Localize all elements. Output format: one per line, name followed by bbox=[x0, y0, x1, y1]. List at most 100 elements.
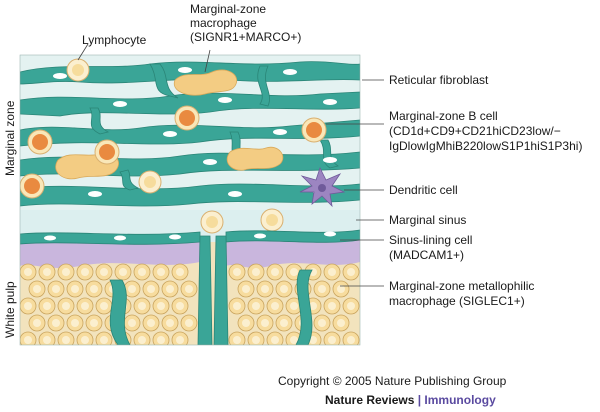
white-pulp-lymphocyte-nucleus bbox=[119, 268, 127, 276]
reticular-fibroblast-network bbox=[20, 61, 360, 207]
white-pulp-lymphocyte-nucleus bbox=[280, 285, 288, 293]
dendritic-cell bbox=[299, 166, 346, 208]
white-pulp-lymphocyte-nucleus bbox=[309, 302, 317, 310]
white-pulp-lymphocyte-nucleus bbox=[290, 302, 298, 310]
white-pulp-lymphocyte-nucleus bbox=[328, 336, 336, 344]
white-pulp-lymphocyte-nucleus bbox=[337, 319, 345, 327]
leader-lines bbox=[77, 43, 384, 287]
label-mz-bcell-line3: IgDlowIgMhiB220lowS1P1hiS1P3hi) bbox=[389, 139, 583, 153]
marginal-zone-b-cells bbox=[20, 105, 327, 199]
white-pulp-lymphocyte-nucleus bbox=[261, 319, 269, 327]
white-pulp-lymphocyte-nucleus bbox=[337, 285, 345, 293]
white-pulp-lymphocyte-nucleus bbox=[24, 268, 32, 276]
white-pulp-lymphocyte-nucleus bbox=[52, 319, 60, 327]
white-pulp-lymphocyte-nucleus bbox=[176, 336, 184, 344]
white-pulp-lymphocyte-nucleus bbox=[233, 268, 241, 276]
white-pulp-lymphocyte-nucleus bbox=[290, 268, 298, 276]
white-pulp-lymphocyte-nucleus bbox=[318, 319, 326, 327]
white-pulp-lymphocyte-nucleus bbox=[24, 336, 32, 344]
white-pulp-lymphocyte-nucleus bbox=[100, 302, 108, 310]
white-pulp-lymphocyte-nucleus bbox=[138, 336, 146, 344]
journal-credit: Nature Reviews | Immunology bbox=[325, 393, 496, 407]
white-pulp-lymphocyte-nucleus bbox=[318, 285, 326, 293]
white-pulp-lymphocyte-nucleus bbox=[261, 285, 269, 293]
white-pulp-lymphocyte-nucleus bbox=[138, 302, 146, 310]
white-pulp-lymphocyte-nucleus bbox=[52, 285, 60, 293]
region-label-marginal-zone: Marginal zone bbox=[3, 100, 17, 176]
white-pulp-lymphocyte-nucleus bbox=[81, 268, 89, 276]
label-sinus-lining-line2: (MADCAM1+) bbox=[389, 248, 465, 262]
white-pulp-lymphocyte-nucleus bbox=[138, 268, 146, 276]
white-pulp-lymphocyte-nucleus bbox=[43, 268, 51, 276]
white-pulp-lymphocyte-nucleus bbox=[290, 336, 298, 344]
white-pulp-lymphocyte-nucleus bbox=[309, 336, 317, 344]
white-pulp-channels bbox=[109, 235, 313, 345]
white-pulp-lymphocyte-nucleus bbox=[271, 302, 279, 310]
journal-separator: | bbox=[417, 393, 422, 407]
label-metallophilic-line1: Marginal-zone metallophilic bbox=[389, 279, 535, 293]
white-pulp-lymphocyte-nucleus bbox=[176, 302, 184, 310]
journal-topic: Immunology bbox=[424, 393, 496, 407]
white-pulp-lymphocyte-nucleus bbox=[147, 285, 155, 293]
white-pulp-lymphocyte-nucleus bbox=[71, 285, 79, 293]
white-pulp-lymphocyte-nucleus bbox=[62, 268, 70, 276]
label-metallophilic-line2: macrophage (SIGLEC1+) bbox=[389, 294, 525, 308]
label-mz-bcell-line2: (CD1d+CD9+CD21hiCD23low/− bbox=[389, 124, 561, 138]
label-mz-macrophage-line2: macrophage bbox=[190, 16, 257, 30]
label-lymphocyte: Lymphocyte bbox=[82, 33, 147, 47]
white-pulp-lymphocyte-nucleus bbox=[62, 336, 70, 344]
white-pulp-lymphocyte-nucleus bbox=[128, 319, 136, 327]
white-pulp-lymphocyte-nucleus bbox=[71, 319, 79, 327]
white-pulp-lymphocyte-nucleus bbox=[157, 336, 165, 344]
white-pulp-lymphocyte-nucleus bbox=[347, 268, 355, 276]
sinus-lining-layer bbox=[20, 229, 360, 268]
label-sinus-lining-line1: Sinus-lining cell bbox=[389, 233, 473, 247]
white-pulp-lymphocyte-nucleus bbox=[128, 285, 136, 293]
white-pulp-lymphocyte-nucleus bbox=[33, 319, 41, 327]
white-pulp-lymphocyte-nucleus bbox=[185, 319, 193, 327]
white-pulp-lymphocyte-nucleus bbox=[81, 302, 89, 310]
white-pulp-lymphocyte-nucleus bbox=[100, 336, 108, 344]
journal-name: Nature Reviews bbox=[325, 393, 415, 407]
white-pulp-lymphocyte-nucleus bbox=[252, 336, 260, 344]
white-pulp-lymphocyte-nucleus bbox=[242, 319, 250, 327]
white-pulp-lymphocyte-nucleus bbox=[328, 302, 336, 310]
white-pulp-lymphocyte-nucleus bbox=[62, 302, 70, 310]
white-pulp-lymphocyte-nucleus bbox=[252, 302, 260, 310]
label-mz-macrophage-line1: Marginal-zone bbox=[190, 2, 267, 16]
label-dendritic-cell: Dendritic cell bbox=[389, 183, 458, 197]
white-pulp-lymphocyte-nucleus bbox=[90, 285, 98, 293]
white-pulp-lymphocyte-nucleus bbox=[347, 336, 355, 344]
white-pulp-lymphocyte-nucleus bbox=[233, 302, 241, 310]
label-mz-macrophage-line3: (SIGNR1+MARCO+) bbox=[190, 30, 302, 44]
white-pulp-lymphocyte-nucleus bbox=[347, 302, 355, 310]
fibroblast-nuclei bbox=[53, 67, 337, 197]
white-pulp-lymphocyte-nucleus bbox=[280, 319, 288, 327]
sinus-lining-nuclei bbox=[44, 231, 336, 241]
white-pulp-lymphocyte-nucleus bbox=[43, 302, 51, 310]
label-marginal-sinus: Marginal sinus bbox=[389, 213, 467, 227]
white-pulp-lymphocyte-nucleus bbox=[242, 285, 250, 293]
lymphocytes bbox=[66, 58, 284, 234]
white-pulp-lymphocyte-nucleus bbox=[157, 268, 165, 276]
label-mz-bcell-line1: Marginal-zone B cell bbox=[389, 109, 498, 123]
white-pulp-lymphocyte-nucleus bbox=[176, 268, 184, 276]
white-pulp-lymphocyte-nucleus bbox=[90, 319, 98, 327]
white-pulp-lymphocyte-nucleus bbox=[233, 336, 241, 344]
white-pulp-lymphocyte-nucleus bbox=[43, 336, 51, 344]
white-pulp-lymphocyte-nucleus bbox=[185, 285, 193, 293]
white-pulp-lymphocyte-nucleus bbox=[147, 319, 155, 327]
white-pulp-lymphocyte-nucleus bbox=[33, 285, 41, 293]
white-pulp-lymphocyte-nucleus bbox=[166, 319, 174, 327]
region-label-white-pulp: White pulp bbox=[3, 281, 17, 338]
label-reticular-fibroblast: Reticular fibroblast bbox=[389, 73, 489, 87]
white-pulp-lymphocyte-nucleus bbox=[271, 336, 279, 344]
white-pulp-lymphocyte-nucleus bbox=[157, 302, 165, 310]
white-pulp-lymphocyte-nucleus bbox=[328, 268, 336, 276]
white-pulp-lymphocyte-nucleus bbox=[271, 268, 279, 276]
white-pulp-lymphocyte-nucleus bbox=[24, 302, 32, 310]
white-pulp-lymphocyte-nucleus bbox=[100, 268, 108, 276]
white-pulp-lymphocyte-nucleus bbox=[81, 336, 89, 344]
copyright-text: Copyright © 2005 Nature Publishing Group bbox=[278, 374, 507, 388]
